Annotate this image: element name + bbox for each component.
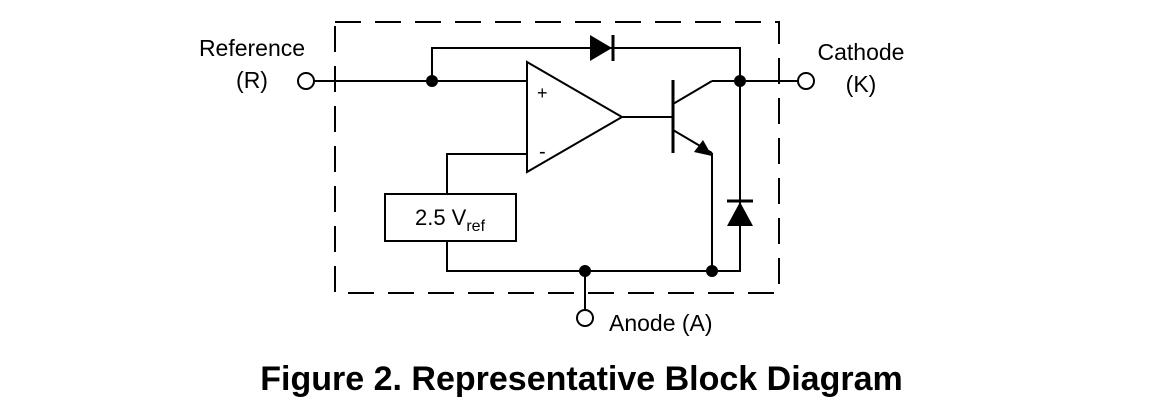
top-diode [590,35,615,61]
top-wire [431,47,741,81]
reference-label: Reference [199,35,305,61]
vref-box [384,193,517,242]
vref-subscript: ref [466,218,485,235]
bottom-wire [446,81,741,272]
junction-dot [706,265,718,277]
right-diode [727,199,753,226]
opamp-plus: + [537,83,548,103]
npn-transistor [671,80,740,271]
minus-input-wire [446,153,527,194]
cathode-symbol: (K) [846,71,877,97]
cathode-label: Cathode [818,39,905,65]
figure-caption: Figure 2. Representative Block Diagram [260,360,903,398]
anode-label: Anode (A) [609,310,713,336]
package-outline [334,21,780,294]
reference-terminal [297,72,315,90]
anode-terminal [576,309,594,327]
vref-label: 2.5 Vref [415,205,486,235]
reference-symbol: (R) [236,67,268,93]
opamp-minus: - [539,141,546,163]
vref-value: 2.5 V [415,205,467,230]
opamp-triangle [526,60,624,174]
cathode-terminal [797,72,815,90]
